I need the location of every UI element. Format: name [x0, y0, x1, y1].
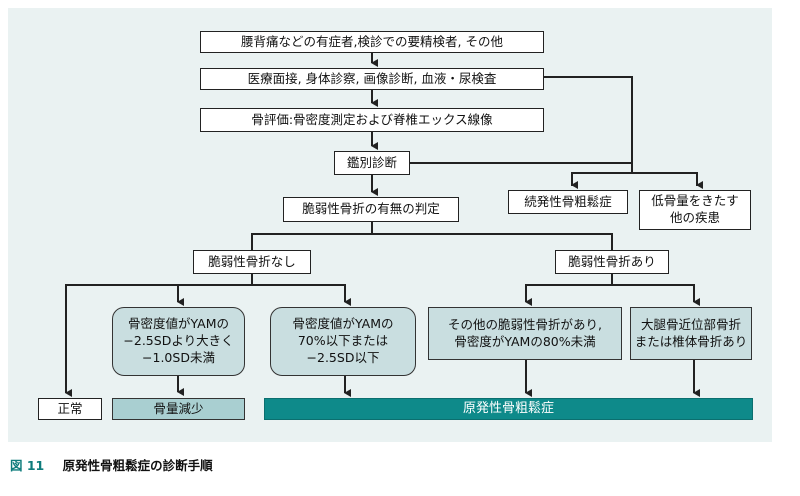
bone-eval-node: 骨評価:骨密度測定および脊椎エックス線像 [200, 108, 544, 132]
figure-title: 原発性骨粗鬆症の診断手順 [62, 458, 213, 473]
primary-osteoporosis-node: 原発性骨粗鬆症 [264, 398, 753, 420]
no-fracture-node: 脆弱性骨折なし [193, 250, 311, 274]
exam-node: 医療面接, 身体診察, 画像診断, 血液・尿検査 [200, 68, 544, 90]
figure-caption: 図 11 原発性骨粗鬆症の診断手順 [10, 455, 213, 474]
bmd-low-node: 骨密度値がYAMの 70%以下または −2.5SD以下 [270, 307, 416, 376]
other-fragility-node: その他の脆弱性骨折があり, 骨密度がYAMの80%未満 [428, 307, 622, 360]
fragility-check-node: 脆弱性骨折の有無の判定 [283, 197, 459, 222]
normal-node: 正常 [38, 398, 102, 420]
start-node: 腰背痛などの有症者,検診での要精検者, その他 [200, 31, 544, 53]
other-disease-node: 低骨量をきたす 他の疾患 [639, 190, 751, 230]
secondary-op-node: 続発性骨粗鬆症 [508, 190, 628, 214]
bmd-moderate-node: 骨密度値がYAMの −2.5SDより大きく −1.0SD未満 [112, 307, 245, 376]
femoral-vertebral-node: 大腿骨近位部骨折 または椎体骨折あり [630, 307, 752, 360]
differential-node: 鑑別診断 [334, 151, 410, 175]
figure-number: 図 11 [10, 458, 45, 473]
osteopenia-node: 骨量減少 [112, 398, 245, 420]
with-fracture-node: 脆弱性骨折あり [555, 250, 669, 274]
